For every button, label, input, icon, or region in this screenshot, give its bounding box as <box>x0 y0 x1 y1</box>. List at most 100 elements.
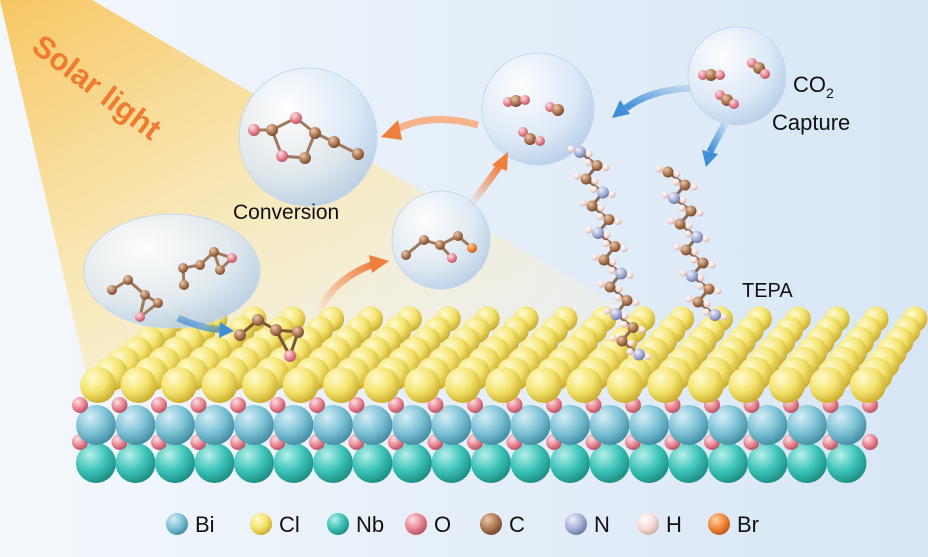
h-atom <box>585 150 593 158</box>
bi-atom <box>550 405 590 445</box>
h-atom <box>567 145 575 153</box>
h-atom <box>573 172 581 180</box>
h-atom <box>620 321 628 328</box>
nb-atom <box>155 443 195 483</box>
h-atom <box>667 217 675 225</box>
h-atom <box>696 282 704 290</box>
h-atom <box>615 285 623 293</box>
h-atom <box>602 240 610 247</box>
bi-atom <box>589 405 630 445</box>
bi-atom <box>155 405 195 445</box>
h-atom <box>597 204 605 212</box>
c-atom <box>662 166 674 178</box>
arrow-capture-down <box>706 122 729 154</box>
h-atom <box>679 269 687 277</box>
nb-atom <box>629 443 669 483</box>
n-atom <box>691 231 703 243</box>
h-atom <box>585 226 593 234</box>
cl-atom <box>809 367 846 403</box>
h-atom <box>609 334 617 342</box>
legend-label: Br <box>737 512 759 537</box>
nb-atom <box>510 443 551 483</box>
c-atom <box>627 322 639 333</box>
tepa-chains <box>567 145 728 361</box>
c-atom <box>603 214 615 225</box>
legend-item-n: N <box>565 512 610 537</box>
capture-label: Capture <box>772 110 850 135</box>
h-atom <box>590 186 598 193</box>
n-atom <box>615 267 627 280</box>
cl-atom <box>161 367 198 403</box>
nb-atom <box>392 443 432 483</box>
n-atom <box>686 270 698 282</box>
o-atom <box>190 397 207 413</box>
o-atom <box>309 397 325 413</box>
legend-label: H <box>666 512 682 537</box>
h-atom <box>621 312 629 320</box>
co2-bubble-right <box>687 26 787 126</box>
adsorbed-epoxide <box>234 314 304 362</box>
nb-atom <box>550 443 590 483</box>
arrow-activate <box>314 260 376 314</box>
cl-atom <box>282 367 319 403</box>
c-atom <box>703 283 715 295</box>
h-atom <box>626 272 634 279</box>
cl-atom <box>120 367 157 403</box>
legend-label: Bi <box>195 512 215 537</box>
c-atom <box>580 173 592 185</box>
c-atom <box>680 244 692 256</box>
cl-atom <box>201 367 238 403</box>
cl-atom <box>444 367 481 403</box>
h-atom <box>684 230 692 238</box>
h-atom <box>678 204 686 212</box>
n-atom <box>597 186 609 199</box>
c-atom <box>674 218 686 230</box>
c-atom <box>591 160 603 171</box>
nb-atom <box>115 443 156 483</box>
nb-atom <box>431 443 472 483</box>
h-atom <box>627 339 635 347</box>
legend-swatch <box>250 513 272 535</box>
nb-atom <box>313 443 353 483</box>
c-atom <box>697 257 709 269</box>
h-atom <box>632 299 640 306</box>
nb-atom <box>787 443 827 483</box>
cl-atom <box>485 367 522 403</box>
legend-swatch <box>405 513 427 535</box>
cl-atom <box>404 367 441 403</box>
legend-item-bi: Bi <box>166 512 215 537</box>
bi-atom <box>115 405 156 445</box>
n-atom <box>592 227 604 239</box>
cl-atom <box>80 367 116 403</box>
nb-atom <box>747 443 788 483</box>
conversion-label: Conversion <box>233 201 339 224</box>
h-atom <box>697 274 705 282</box>
product-bubble <box>238 67 378 207</box>
n-atom <box>574 146 586 158</box>
c-atom <box>604 281 616 293</box>
cl-atom <box>850 367 886 403</box>
nb-atom <box>194 443 235 483</box>
nb-atom <box>76 443 116 483</box>
bi-atom <box>787 405 827 445</box>
h-atom <box>603 231 611 239</box>
legend-label: Nb <box>356 512 384 537</box>
legend-item-cl: Cl <box>250 512 300 537</box>
legend-swatch <box>480 513 502 535</box>
c-atom <box>609 241 621 252</box>
h-atom <box>603 307 611 315</box>
bi-atom <box>194 405 235 445</box>
bi-atom <box>629 405 669 445</box>
cl-atom <box>728 367 765 403</box>
h-atom <box>596 213 604 220</box>
h-atom <box>672 178 680 186</box>
bi-atom <box>313 405 353 445</box>
h-atom <box>608 267 616 274</box>
h-atom <box>655 165 663 173</box>
n-atom <box>610 308 622 320</box>
h-atom <box>597 280 605 288</box>
nb-atom <box>273 443 314 483</box>
h-atom <box>685 295 693 303</box>
o-atom <box>230 397 246 413</box>
